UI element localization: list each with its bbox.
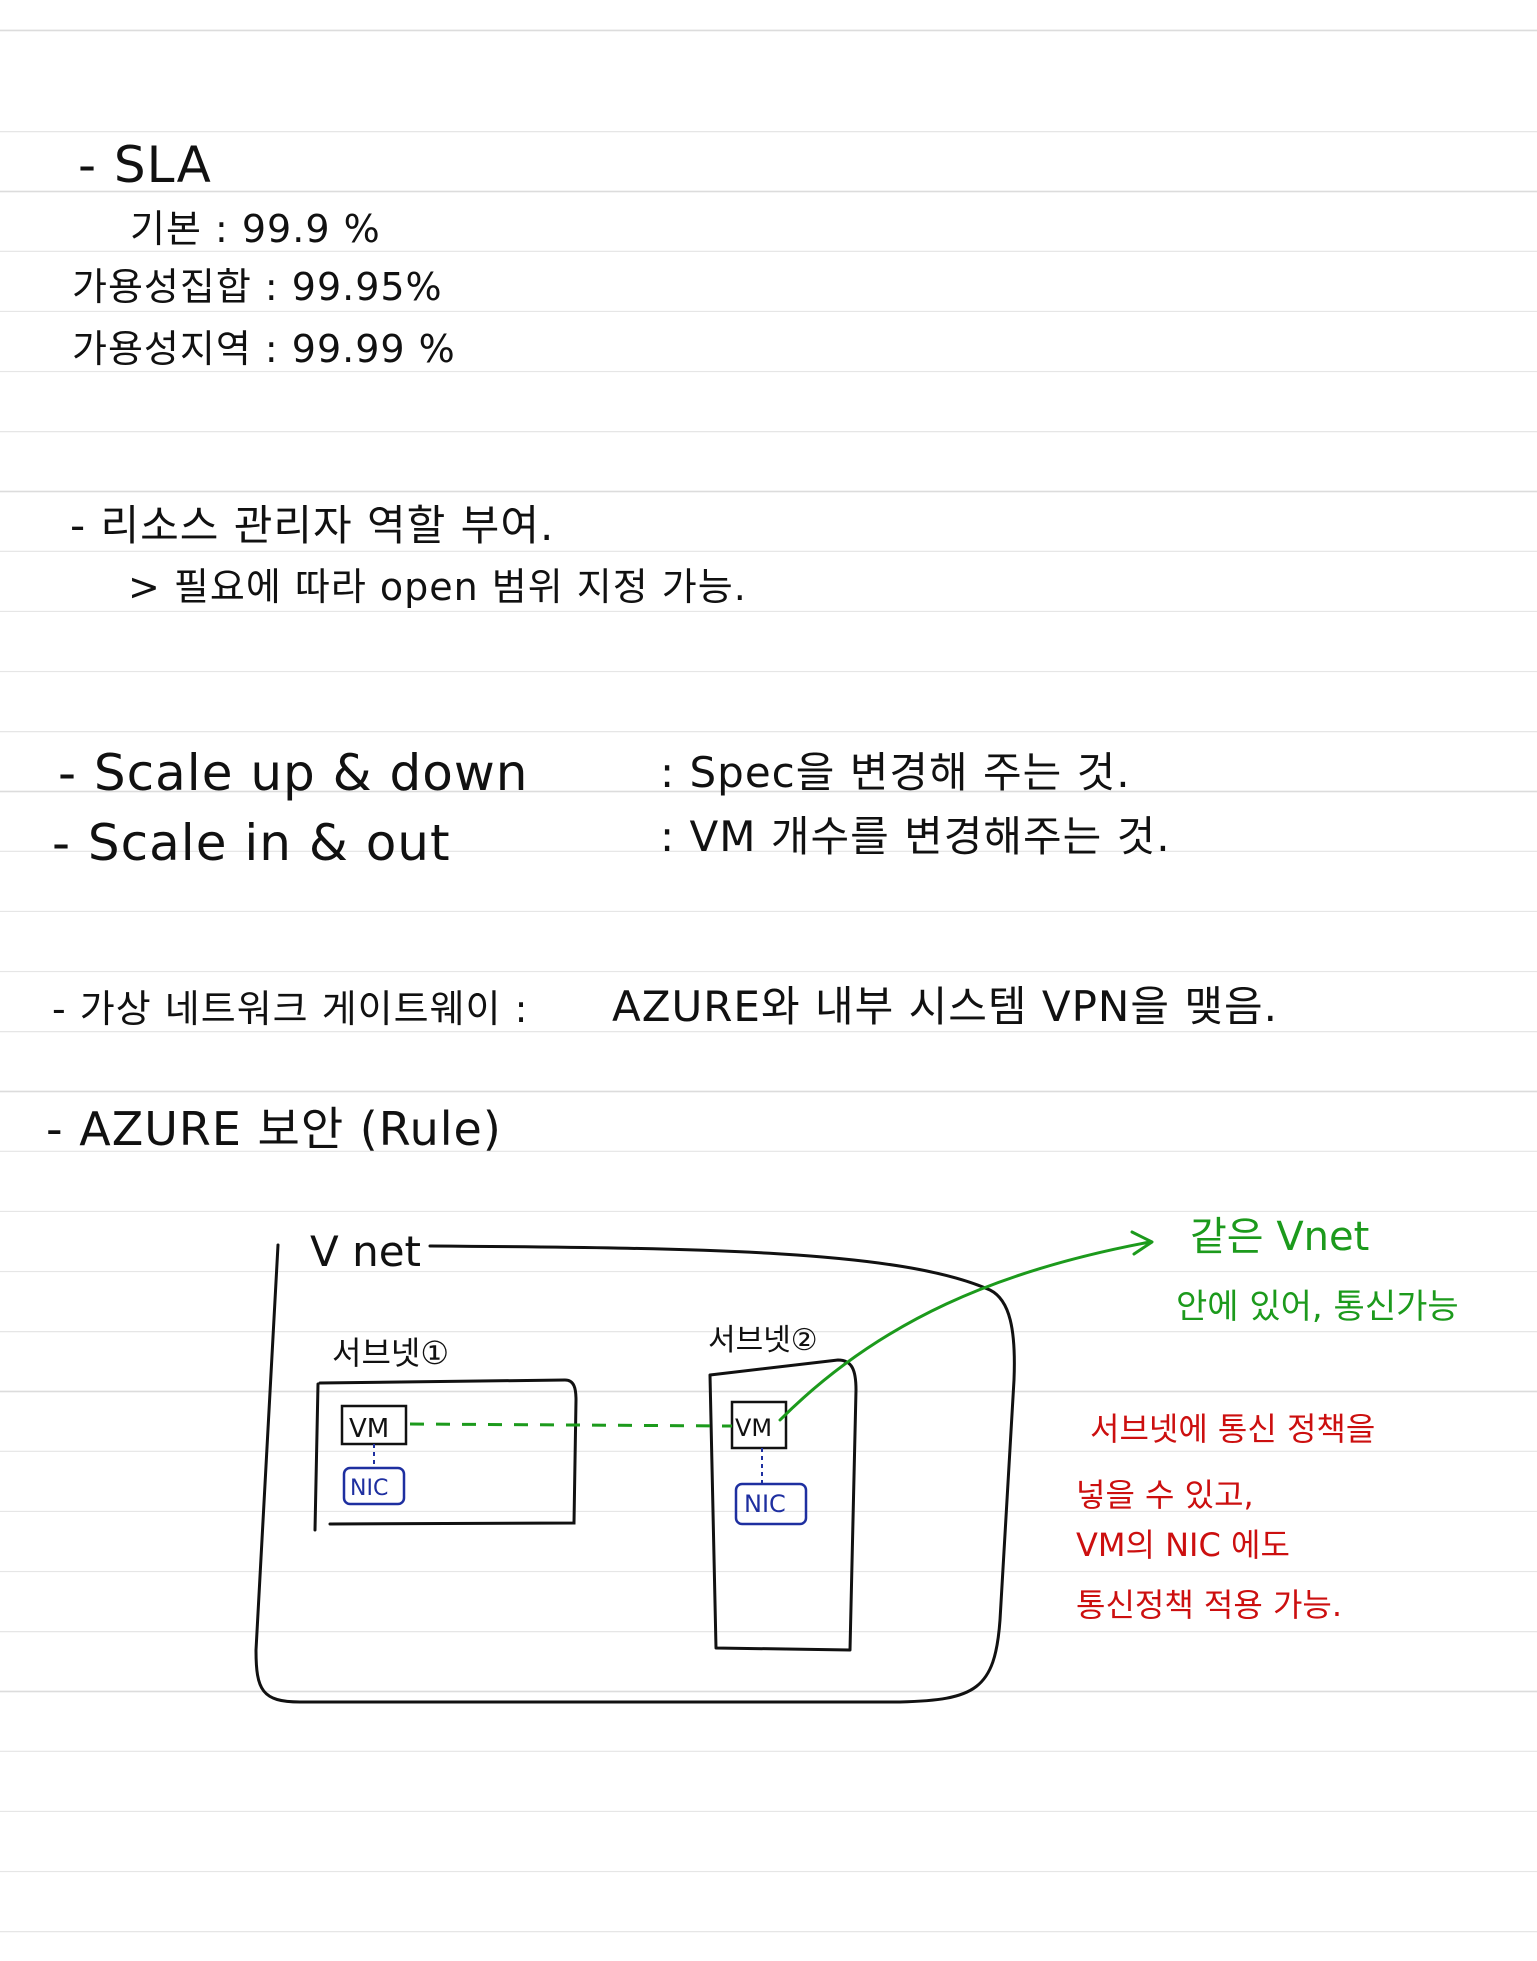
nic1-box [342, 1466, 406, 1506]
vpn-gateway-label: - 가상 네트워크 게이트웨이 : [52, 987, 529, 1031]
vnet-boundary [254, 1243, 1016, 1704]
nic2-label: NIC [744, 1490, 786, 1518]
vpn-gateway-desc: AZURE와 내부 시스템 VPN을 맺음. [612, 982, 1278, 1031]
scale-out-desc: : VM 개수를 변경해주는 것. [660, 812, 1171, 861]
green-note-line1: 같은 Vnet [1190, 1214, 1369, 1260]
nic2-box [734, 1482, 808, 1526]
green-note-line2: 안에 있어, 통신가능 [1176, 1287, 1459, 1327]
green-arrowhead [1130, 1230, 1154, 1256]
red-note-line2: 넣을 수 있고, [1076, 1476, 1254, 1514]
subnet1-box [313, 1378, 578, 1532]
sla-availability-zone: 가용성지역 : 99.99 % [72, 327, 456, 371]
scale-out-label: - Scale in & out [52, 814, 451, 872]
rbac-heading: - 리소스 관리자 역할 부여. [70, 501, 555, 550]
red-note-line3: VM의 NIC 에도 [1076, 1526, 1290, 1564]
sla-basic: 기본 : 99.9 % [130, 207, 381, 251]
nic1-label: NIC [350, 1476, 388, 1501]
subnet2-label: 서브넷② [708, 1323, 818, 1358]
vm2-box [730, 1400, 788, 1450]
subnet1-label: 서브넷① [332, 1334, 449, 1372]
security-heading: - AZURE 보안 (Rule) [46, 1102, 502, 1156]
subnet2-box [708, 1358, 858, 1652]
scale-up-label: - Scale up & down [58, 744, 529, 802]
scale-up-desc: : Spec을 변경해 주는 것. [660, 748, 1131, 797]
green-arrow [778, 1240, 1152, 1422]
vm-to-vm-link [409, 1422, 733, 1428]
red-note-line1: 서브넷에 통신 정책을 [1090, 1410, 1375, 1448]
vm1-box [340, 1404, 408, 1446]
sla-availability-set: 가용성집합 : 99.95% [72, 265, 443, 309]
sla-heading: - SLA [78, 136, 212, 194]
rbac-detail: > 필요에 따라 open 범위 지정 가능. [128, 565, 747, 609]
red-note-line4: 통신정책 적용 가능. [1076, 1586, 1342, 1624]
vm2-label: VM [735, 1414, 772, 1442]
vnet-label: V net [310, 1227, 421, 1276]
vm1-label: VM [349, 1414, 389, 1444]
